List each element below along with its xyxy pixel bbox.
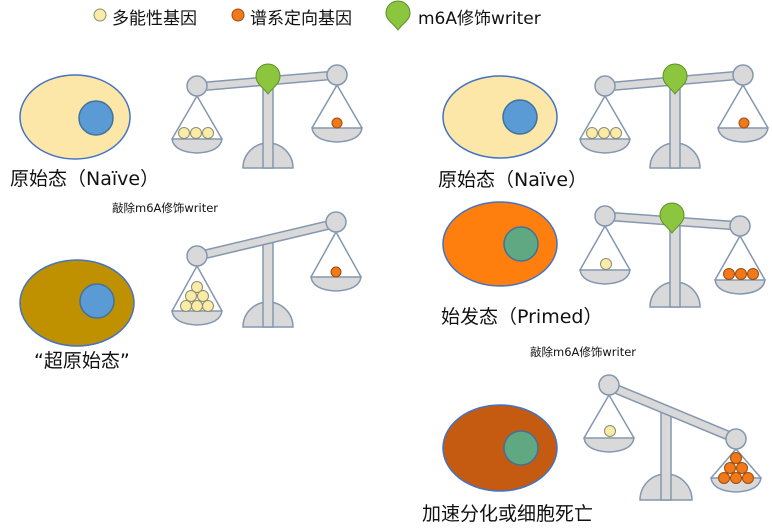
lineage-genes-pile xyxy=(718,452,754,484)
pluripotency-genes-group xyxy=(178,127,214,139)
lineage-gene xyxy=(331,117,343,129)
lineage-gene xyxy=(330,266,342,278)
pluripotency-genes-group xyxy=(586,127,622,139)
cell-naive-right xyxy=(442,75,558,159)
legend-writer-label: m6A修饰writer xyxy=(418,9,541,29)
legend-lineage-dot xyxy=(231,8,245,22)
pluripotency-gene xyxy=(604,425,616,437)
legend-pluripotency-dot xyxy=(93,8,107,22)
writer-pin-icon xyxy=(255,63,281,95)
knockout-writer-label: 敲除m6A修饰writer xyxy=(112,201,219,215)
legend-pluripotency-label: 多能性基因 xyxy=(112,9,197,29)
scale-super-naive xyxy=(171,211,362,328)
cell-naive-left xyxy=(19,74,131,160)
cell-primed xyxy=(442,201,558,287)
primed-state-label: 始发态（Primed） xyxy=(441,306,603,328)
lineage-gene xyxy=(738,117,750,129)
cell-super-naive xyxy=(19,259,135,347)
scale-differentiation xyxy=(583,374,762,501)
writer-pin-icon xyxy=(659,202,685,234)
pluripotency-genes-pile xyxy=(180,281,214,312)
pluripotency-gene xyxy=(600,258,612,270)
legend-writer-pin-icon xyxy=(385,0,411,31)
naive-state-label-right: 原始态（Naïve） xyxy=(438,169,588,191)
scale-naive-left xyxy=(171,64,363,169)
super-naive-label: “超原始态” xyxy=(34,350,130,372)
naive-state-label: 原始态（Naïve） xyxy=(10,168,160,190)
lineage-genes-group xyxy=(723,268,759,280)
knockout-writer-label-right: 敲除m6A修饰writer xyxy=(530,345,637,359)
writer-pin-icon xyxy=(662,63,688,95)
outcome-label: 加速分化或细胞死亡 xyxy=(422,503,594,525)
cell-differentiating xyxy=(442,404,558,492)
legend-lineage-label: 谱系定向基因 xyxy=(250,9,352,29)
